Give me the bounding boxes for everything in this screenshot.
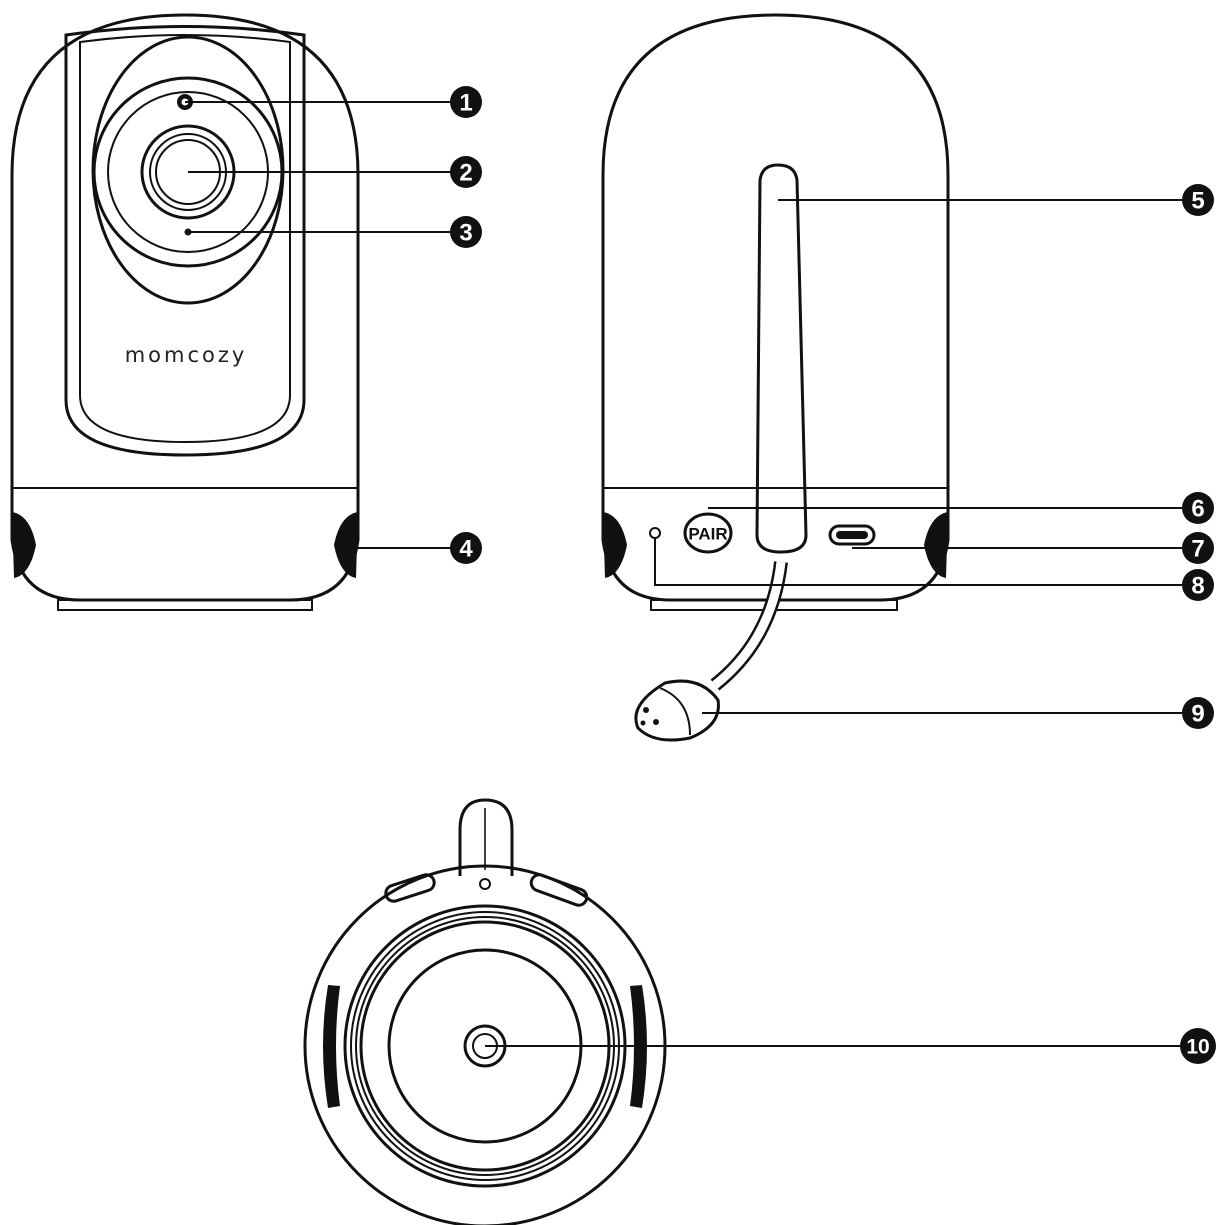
svg-text:9: 9: [1191, 701, 1204, 728]
svg-text:3: 3: [459, 220, 472, 247]
callout-badge-9: 9: [1182, 697, 1214, 729]
brand-logo-text: momcozy: [125, 343, 248, 367]
bottom-view: [303, 798, 667, 1225]
svg-text:1: 1: [459, 90, 472, 117]
callout-leaders: [185, 101, 1182, 1047]
svg-text:5: 5: [1191, 188, 1204, 215]
callout-badge-3: 3: [450, 216, 482, 248]
temperature-sensor: [634, 679, 720, 742]
back-view: PAIR: [601, 13, 950, 742]
callout-badge-6: 6: [1182, 492, 1214, 524]
callout-badge-1: 1: [450, 86, 482, 118]
callout-badge-8: 8: [1182, 569, 1214, 601]
svg-text:10: 10: [1186, 1036, 1209, 1059]
svg-text:8: 8: [1191, 573, 1204, 600]
front-view: momcozy: [10, 13, 360, 611]
svg-text:4: 4: [459, 536, 473, 563]
callout-badge-4: 4: [450, 532, 482, 564]
svg-text:6: 6: [1191, 496, 1204, 523]
callout-badge-7: 7: [1182, 532, 1214, 564]
callout-badge-10: 10: [1180, 1028, 1216, 1064]
callout-badge-2: 2: [450, 156, 482, 188]
pair-button-label: PAIR: [688, 525, 727, 544]
svg-text:7: 7: [1191, 536, 1204, 563]
callout-badge-5: 5: [1182, 184, 1214, 216]
svg-text:2: 2: [459, 160, 472, 187]
